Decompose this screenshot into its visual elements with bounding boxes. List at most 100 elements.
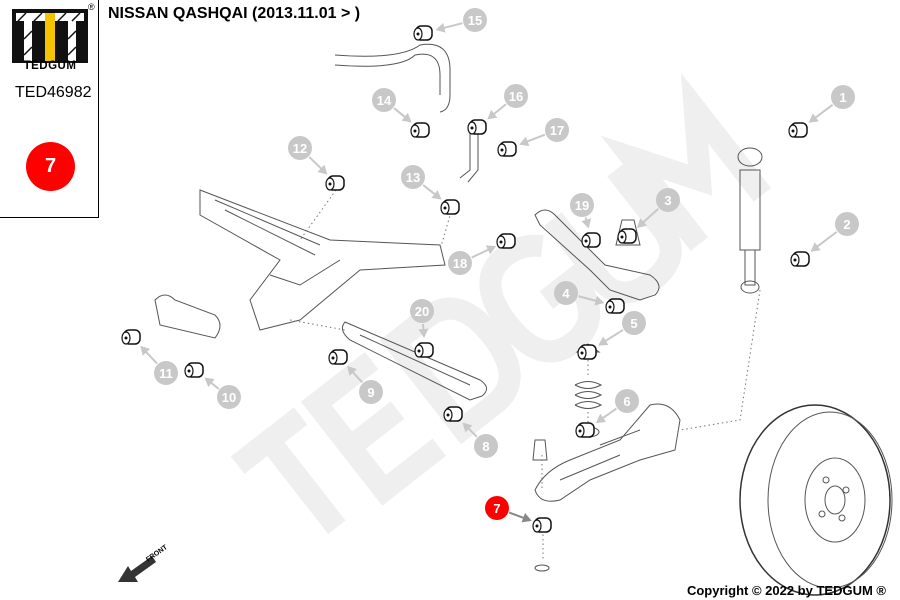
callout-arrow — [471, 247, 492, 259]
part-13[interactable] — [440, 199, 460, 215]
line-art — [154, 43, 893, 596]
callout-arrow — [600, 407, 617, 421]
callout-label: 13 — [406, 170, 420, 185]
callout-circle — [656, 188, 680, 212]
callout-circle — [485, 496, 509, 520]
callout-arrow — [812, 104, 834, 120]
part-19[interactable] — [581, 232, 601, 248]
callout-label: 4 — [562, 286, 570, 301]
callout-arrow — [814, 231, 838, 249]
callout-label: 5 — [630, 316, 637, 331]
part-15[interactable] — [413, 25, 433, 41]
part-10[interactable] — [184, 362, 204, 378]
callout-8[interactable]: 8 — [462, 422, 498, 458]
callout-circle — [831, 85, 855, 109]
callout-label: 17 — [550, 123, 564, 138]
callout-circle — [463, 8, 487, 32]
arrow-head-icon — [636, 218, 647, 228]
callout-label: 1 — [839, 90, 846, 105]
callout-12[interactable]: 12 — [288, 136, 328, 175]
callout-label: 7 — [493, 501, 500, 516]
part-14[interactable] — [410, 122, 430, 138]
callout-3[interactable]: 3 — [636, 188, 680, 228]
callout-18[interactable]: 18 — [448, 245, 497, 275]
callout-19[interactable]: 19 — [570, 193, 594, 229]
callout-label: 18 — [453, 256, 467, 271]
sidebar: ® TEDGUM TED46982 7 — [0, 0, 99, 218]
tedgum-logo — [12, 9, 88, 63]
part-number: TED46982 — [15, 84, 92, 101]
callout-arrow — [441, 22, 463, 30]
callout-5[interactable]: 5 — [598, 311, 646, 346]
callout-label: 19 — [575, 198, 589, 213]
arrow-head-icon — [594, 295, 605, 306]
callout-label: 11 — [159, 366, 173, 381]
callout-16[interactable]: 16 — [487, 84, 528, 120]
callout-13[interactable]: 13 — [401, 165, 442, 200]
part-7[interactable] — [532, 517, 552, 533]
part-11[interactable] — [121, 329, 141, 345]
callout-10[interactable]: 10 — [204, 377, 241, 409]
watermark — [230, 72, 772, 535]
part-4[interactable] — [605, 298, 625, 314]
callout-4[interactable]: 4 — [554, 281, 605, 306]
callout-2[interactable]: 2 — [810, 212, 859, 252]
callout-circle — [288, 136, 312, 160]
callout-circle — [835, 212, 859, 236]
arrow-head-icon — [810, 242, 821, 252]
callout-arrow — [491, 103, 507, 117]
callout-label: 10 — [222, 390, 236, 405]
callout-circle — [154, 361, 178, 385]
callout-1[interactable]: 1 — [808, 85, 855, 123]
arrow-head-icon — [317, 164, 328, 175]
callout-circle — [545, 118, 569, 142]
page-title: NISSAN QASHQAI (2013.11.01 > ) — [108, 5, 361, 22]
callout-label: 14 — [377, 93, 392, 108]
arrow-head-icon — [140, 345, 151, 356]
part-9[interactable] — [328, 349, 348, 365]
callout-label: 12 — [293, 141, 307, 156]
arrow-head-icon — [435, 22, 446, 33]
callout-arrow — [578, 295, 599, 303]
part-1[interactable] — [788, 122, 808, 138]
callout-7[interactable]: 7 — [485, 496, 532, 523]
callout-15[interactable]: 15 — [435, 8, 487, 33]
part-12[interactable] — [325, 175, 345, 191]
arrow-head-icon — [808, 113, 819, 123]
arrow-head-icon — [347, 365, 357, 376]
copyright: Copyright © 2022 by TEDGUM ® — [686, 583, 886, 598]
callout-circle — [504, 84, 528, 108]
callout-circle — [615, 389, 639, 413]
callout-9[interactable]: 9 — [347, 365, 383, 404]
parts — [121, 25, 810, 533]
arrow-head-icon — [485, 245, 497, 255]
part-3[interactable] — [617, 228, 637, 244]
callout-circle — [372, 88, 396, 112]
callout-11[interactable]: 11 — [140, 345, 178, 385]
callout-circle — [401, 165, 425, 189]
highlight-badge: 7 — [26, 142, 75, 191]
brand-name: TEDGUM — [23, 60, 77, 72]
callout-circle — [570, 193, 594, 217]
callout-14[interactable]: 14 — [372, 88, 412, 123]
callout-label: 2 — [843, 217, 850, 232]
callout-6[interactable]: 6 — [595, 389, 639, 424]
part-6[interactable] — [575, 422, 595, 438]
part-8[interactable] — [443, 406, 463, 422]
part-17[interactable] — [497, 141, 517, 157]
callout-label: 15 — [468, 13, 482, 28]
registered-mark: ® — [88, 2, 95, 12]
part-5[interactable] — [577, 344, 597, 360]
part-18[interactable] — [496, 233, 516, 249]
callout-label: 3 — [664, 193, 671, 208]
front-arrow-icon: FRONT — [118, 544, 169, 582]
part-2[interactable] — [790, 251, 810, 267]
callout-label: 16 — [509, 89, 523, 104]
part-20[interactable] — [414, 342, 434, 358]
callout-17[interactable]: 17 — [519, 118, 569, 147]
callout-20[interactable]: 20 — [410, 299, 434, 339]
part-16[interactable] — [467, 119, 487, 135]
